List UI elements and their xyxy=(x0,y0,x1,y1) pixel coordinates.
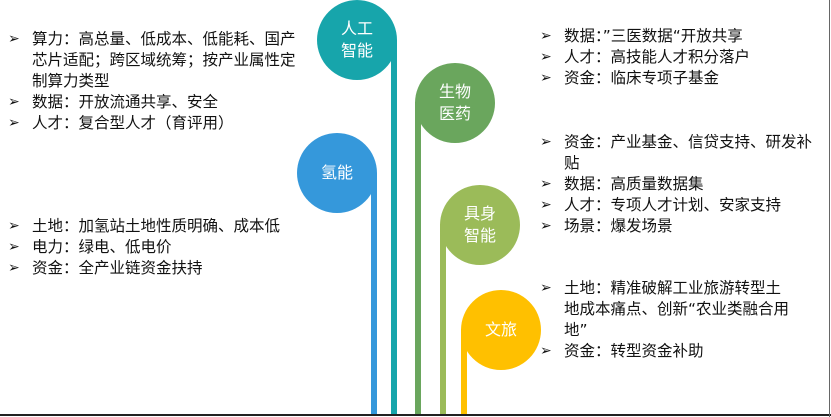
arrow-bullet-icon: ➢ xyxy=(8,239,20,255)
node-bio: 生物 医药 xyxy=(415,63,495,143)
arrow-bullet-icon: ➢ xyxy=(540,280,552,296)
list-item: ➢ 数据：高质量数据集 xyxy=(540,174,825,195)
right-border xyxy=(829,0,830,417)
list-item: ➢ 人才：专项人才计划、安家支持 xyxy=(540,195,825,216)
list-item: ➢ 资金：临床专项子基金 xyxy=(540,68,825,89)
arrow-bullet-icon: ➢ xyxy=(540,218,552,234)
arrow-bullet-icon: ➢ xyxy=(540,28,552,44)
hydrogen-list: ➢ 土地：加氢站土地性质明确、成本低 ➢ 电力：绿电、低电价 ➢ 资金：全产业链资金扶持 xyxy=(8,216,298,279)
arrow-bullet-icon: ➢ xyxy=(8,94,20,110)
list-item-text: 场景：爆发场景 xyxy=(564,217,673,235)
list-item-text: 人才：专项人才计划、安家支持 xyxy=(564,196,782,214)
embodied-stem xyxy=(440,224,446,415)
list-item-text: 人才：高技能人才积分落户 xyxy=(564,48,751,66)
list-item: ➢ 人才：复合型人才（育评用） xyxy=(8,113,298,134)
node-culture: 文旅 xyxy=(461,290,541,370)
bio-list: ➢ 数据：”三医数据“开放共享 ➢ 人才：高技能人才积分落户 ➢ 资金：临床专项子基金 xyxy=(540,26,825,89)
list-item: ➢ 资金：转型资金补助 xyxy=(540,341,795,362)
ai-list: ➢ 算力：高总量、低成本、低能耗、国产芯片适配；跨区域统筹；按产业属性定制算力类型… xyxy=(8,29,298,134)
arrow-bullet-icon: ➢ xyxy=(540,343,552,359)
list-item-text: 人才：复合型人才（育评用） xyxy=(32,114,234,132)
arrow-bullet-icon: ➢ xyxy=(8,115,20,131)
culture-stem xyxy=(461,329,467,415)
bottom-border xyxy=(0,414,831,416)
list-item-text: 数据：开放流通共享、安全 xyxy=(32,93,219,111)
list-item: ➢ 土地：精准破解工业旅游转型土地成本痛点、创新“农业类融合用地” xyxy=(540,278,795,341)
list-item: ➢ 场景：爆发场景 xyxy=(540,216,825,237)
embodied-list: ➢ 资金：产业基金、信贷支持、研发补贴 ➢ 数据：高质量数据集 ➢ 人才：专项人才计划、安… xyxy=(540,132,825,237)
list-item-text: 算力：高总量、低成本、低能耗、国产芯片适配；跨区域统筹；按产业属性定制算力类型 xyxy=(32,30,296,90)
list-item-text: 土地：加氢站土地性质明确、成本低 xyxy=(32,217,281,235)
arrow-bullet-icon: ➢ xyxy=(540,134,552,150)
node-embodied: 具身 智能 xyxy=(440,185,520,265)
list-item-text: 资金：全产业链资金扶持 xyxy=(32,259,203,277)
arrow-bullet-icon: ➢ xyxy=(540,176,552,192)
arrow-bullet-icon: ➢ xyxy=(8,260,20,276)
arrow-bullet-icon: ➢ xyxy=(8,31,20,47)
list-item: ➢ 土地：加氢站土地性质明确、成本低 xyxy=(8,216,298,237)
ai-stem xyxy=(391,40,397,415)
list-item-text: 资金：产业基金、信贷支持、研发补贴 xyxy=(564,133,813,172)
arrow-bullet-icon: ➢ xyxy=(540,70,552,86)
list-item-text: 土地：精准破解工业旅游转型土地成本痛点、创新“农业类融合用地” xyxy=(564,279,790,339)
arrow-bullet-icon: ➢ xyxy=(540,197,552,213)
node-ai: 人工 智能 xyxy=(317,0,397,80)
node-hydrogen: 氢能 xyxy=(297,133,377,213)
list-item: ➢ 数据：”三医数据“开放共享 xyxy=(540,26,825,47)
list-item: ➢ 数据：开放流通共享、安全 xyxy=(8,92,298,113)
hydrogen-stem xyxy=(371,173,377,415)
culture-list: ➢ 土地：精准破解工业旅游转型土地成本痛点、创新“农业类融合用地” ➢ 资金：转型资金… xyxy=(540,278,795,362)
list-item-text: 数据：”三医数据“开放共享 xyxy=(564,27,743,45)
list-item-text: 电力：绿电、低电价 xyxy=(32,238,172,256)
list-item: ➢ 资金：产业基金、信贷支持、研发补贴 xyxy=(540,132,825,174)
list-item: ➢ 人才：高技能人才积分落户 xyxy=(540,47,825,68)
list-item-text: 数据：高质量数据集 xyxy=(564,175,704,193)
arrow-bullet-icon: ➢ xyxy=(540,49,552,65)
list-item: ➢ 资金：全产业链资金扶持 xyxy=(8,258,298,279)
list-item-text: 资金：临床专项子基金 xyxy=(564,69,720,87)
arrow-bullet-icon: ➢ xyxy=(8,218,20,234)
bio-stem xyxy=(415,102,421,415)
list-item: ➢ 算力：高总量、低成本、低能耗、国产芯片适配；跨区域统筹；按产业属性定制算力类型 xyxy=(8,29,298,92)
list-item: ➢ 电力：绿电、低电价 xyxy=(8,237,298,258)
list-item-text: 资金：转型资金补助 xyxy=(564,342,704,360)
